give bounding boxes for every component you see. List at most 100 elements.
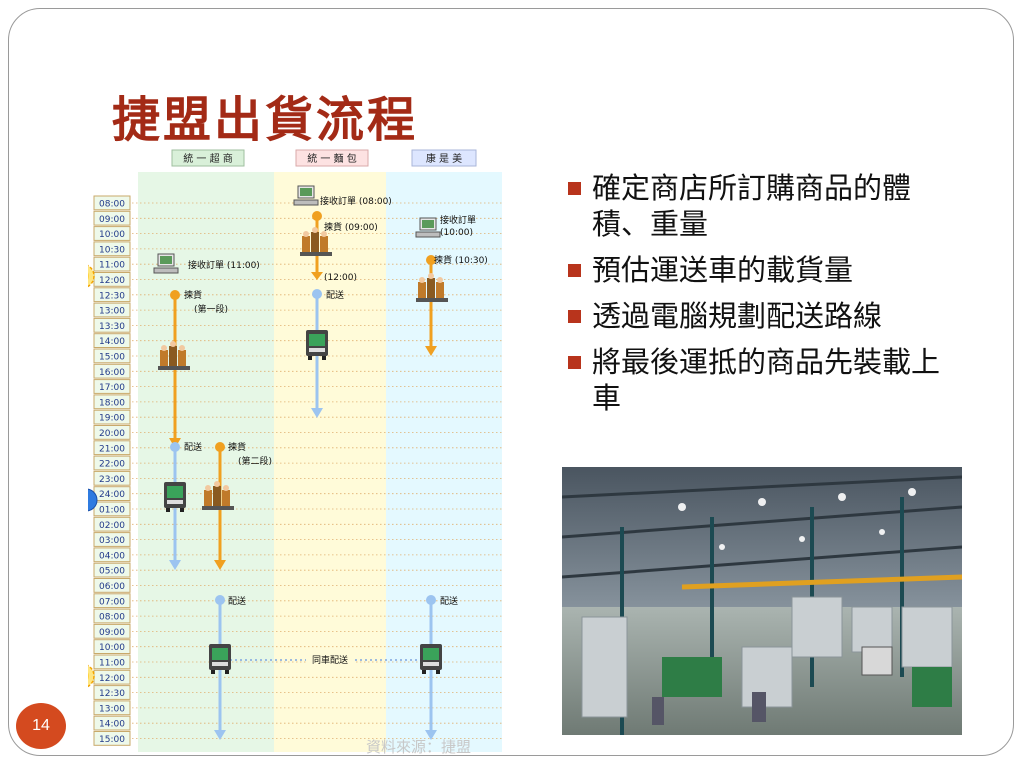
c3-pick-label: 揀貨 (10:30) [434, 254, 488, 266]
picking-workers-icon [300, 227, 332, 256]
bullet-square-icon [568, 356, 581, 369]
computer-icon [293, 185, 319, 206]
time-slot-box [93, 700, 131, 716]
time-slot-box [93, 608, 131, 624]
time-slot-box [93, 532, 131, 547]
time-label: 21:00 [99, 444, 125, 454]
time-slot-box [93, 731, 131, 746]
time-label: 20:00 [99, 429, 125, 439]
time-label: 13:00 [99, 704, 125, 714]
time-slot-box [93, 348, 131, 364]
c1-pick2-label: 揀貨 [228, 441, 246, 453]
time-slot-box [93, 302, 131, 318]
c1-pick-dot [170, 290, 180, 300]
c1-blue-arrowhead-2 [214, 730, 226, 740]
column-header-box-2 [295, 149, 369, 167]
joint-delivery-label-bg [306, 652, 354, 667]
slide-title: 捷盟出貨流程 [112, 92, 419, 148]
time-label: 01:00 [99, 506, 125, 516]
source-caption: 資料來源：捷盟 [366, 738, 472, 756]
time-label: 18:00 [99, 398, 125, 408]
c3-orange-arrowhead [425, 346, 437, 356]
c2-orange-arrowhead [311, 272, 323, 280]
truck-icon [420, 644, 442, 674]
bullet-item: 預估運送車的載貨量 [566, 252, 946, 288]
time-label: 04:00 [99, 551, 125, 561]
time-label: 12:00 [99, 276, 125, 286]
time-slot-box [93, 455, 131, 471]
bullet-text: 將最後運抵的商品先裝載上車 [592, 345, 941, 415]
bullet-text: 確定商店所訂購商品的體積、重量 [592, 171, 912, 241]
time-slot-box [93, 654, 131, 670]
time-slot-box [93, 578, 131, 593]
time-label: 14:00 [99, 337, 125, 347]
c3-order-time: (10:00) [440, 228, 473, 238]
c1-deliver2-label: 配送 [228, 595, 246, 607]
time-label: 15:00 [99, 735, 125, 745]
c3-deliver-dot [426, 595, 436, 605]
column-header-bread: 統 一 麵 包 [307, 152, 357, 165]
joint-delivery-label: 同車配送 [312, 654, 348, 666]
time-slot-box [93, 470, 131, 486]
page-number-badge: 14 [16, 703, 66, 749]
c1-deliver-dot [170, 442, 180, 452]
time-slot-box [93, 516, 131, 532]
time-slot-box [93, 256, 131, 272]
truck-icon [306, 330, 328, 360]
sun-icon [88, 264, 95, 288]
time-label: 22:00 [99, 460, 125, 470]
sun-icon [88, 664, 95, 688]
time-slot-box [93, 501, 131, 517]
time-label: 08:00 [99, 613, 125, 623]
time-label: 07:00 [99, 597, 125, 607]
time-slot-box [93, 440, 131, 456]
bullet-item: 確定商店所訂購商品的體積、重量 [566, 170, 946, 242]
time-slot-box [93, 287, 131, 303]
bullet-list: 確定商店所訂購商品的體積、重量 預估運送車的載貨量 透過電腦規劃配送路線 將最後… [566, 170, 946, 426]
time-label: 12:00 [99, 674, 125, 684]
c3-order-label: 接收訂單 [440, 214, 476, 226]
time-slot-box [93, 425, 131, 440]
time-label: 08:00 [99, 200, 125, 210]
time-label: 12:30 [99, 689, 125, 699]
time-label: 09:00 [99, 215, 125, 225]
computer-icon [153, 253, 179, 274]
time-label: 11:00 [99, 659, 125, 669]
c1-deliver2-dot [215, 595, 225, 605]
c1-order-label: 接收訂單 (11:00) [188, 259, 260, 271]
c1-pick2-dot [215, 442, 225, 452]
time-label: 11:00 [99, 261, 125, 271]
time-slot-box [93, 195, 131, 211]
column-header-cosmed: 康 是 美 [426, 152, 462, 165]
c2-time-label: (12:00) [324, 273, 357, 283]
time-label: 10:30 [99, 245, 125, 255]
time-slot-box [93, 241, 131, 257]
picking-workers-icon [158, 341, 190, 370]
c1-deliver-label: 配送 [184, 441, 202, 453]
c1-pick1-label: 揀貨 [184, 289, 202, 301]
time-label: 14:00 [99, 720, 125, 730]
time-label: 10:00 [99, 230, 125, 240]
computer-icon [415, 217, 441, 238]
bullet-item: 將最後運抵的商品先裝載上車 [566, 344, 946, 416]
time-slot-box [93, 363, 131, 379]
c1-orange-arrowhead-2 [214, 560, 226, 570]
time-label: 06:00 [99, 582, 125, 592]
c2-order-label: 接收訂單 (08:00) [320, 195, 392, 207]
time-label: 16:00 [99, 368, 125, 378]
time-label: 24:00 [99, 490, 125, 500]
bullet-item: 透過電腦規劃配送路線 [566, 298, 946, 334]
c2-deliver-label: 配送 [326, 289, 344, 301]
time-label: 12:30 [99, 291, 125, 301]
time-slot-box [93, 333, 131, 348]
time-slot-box [93, 623, 131, 639]
time-slot-box [93, 685, 131, 700]
column-header-box-3 [411, 149, 477, 167]
shipping-flow-diagram: 統 一 超 商 統 一 麵 包 康 是 美 08:0009:0010:0010:… [88, 149, 502, 752]
time-slot-box [93, 593, 131, 609]
time-slot-box [93, 547, 131, 563]
c2-blue-arrowhead [311, 408, 323, 418]
picking-workers-icon [416, 273, 448, 302]
time-slot-box [93, 562, 131, 578]
time-label: 10:00 [99, 643, 125, 653]
